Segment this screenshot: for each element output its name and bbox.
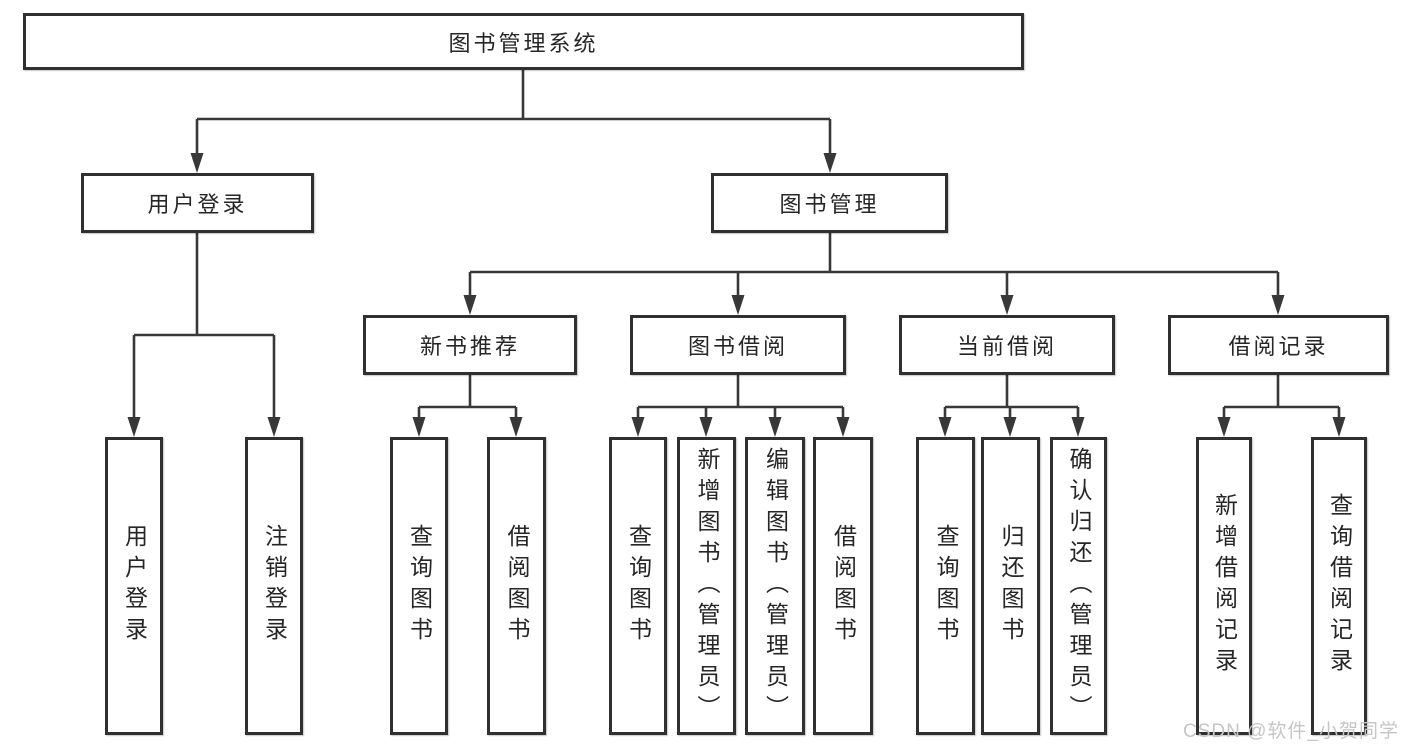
leaf-logout: 注销登录 [245, 437, 303, 735]
node-user-login: 用户登录 [81, 173, 314, 233]
leaf-query-books-2: 查询图书 [609, 437, 667, 735]
node-borrow-records: 借阅记录 [1168, 315, 1389, 375]
leaf-query-books-1: 查询图书 [390, 437, 448, 735]
leaf-user-login: 用户登录 [105, 437, 163, 735]
watermark: CSDN @软件_小贺同学 [1183, 721, 1399, 742]
leaf-query-borrow-record: 查询借阅记录 [1311, 437, 1367, 735]
node-root: 图书管理系统 [23, 13, 1024, 70]
leaf-borrow-books-2: 借阅图书 [813, 437, 873, 735]
node-book-management: 图书管理 [711, 173, 948, 233]
node-new-book-recommend: 新书推荐 [363, 315, 577, 375]
node-current-borrow: 当前借阅 [899, 315, 1115, 375]
leaf-query-books-3: 查询图书 [916, 437, 975, 735]
leaf-add-borrow-record: 新增借阅记录 [1196, 437, 1252, 735]
leaf-confirm-return-admin: 确认归还（管理员） [1050, 437, 1107, 735]
leaf-add-book-admin: 新增图书（管理员） [677, 437, 736, 735]
leaf-return-book: 归还图书 [981, 437, 1040, 735]
leaf-borrow-books-1: 借阅图书 [487, 437, 546, 735]
node-book-borrow: 图书借阅 [630, 315, 846, 375]
leaf-edit-book-admin: 编辑图书（管理员） [745, 437, 805, 735]
